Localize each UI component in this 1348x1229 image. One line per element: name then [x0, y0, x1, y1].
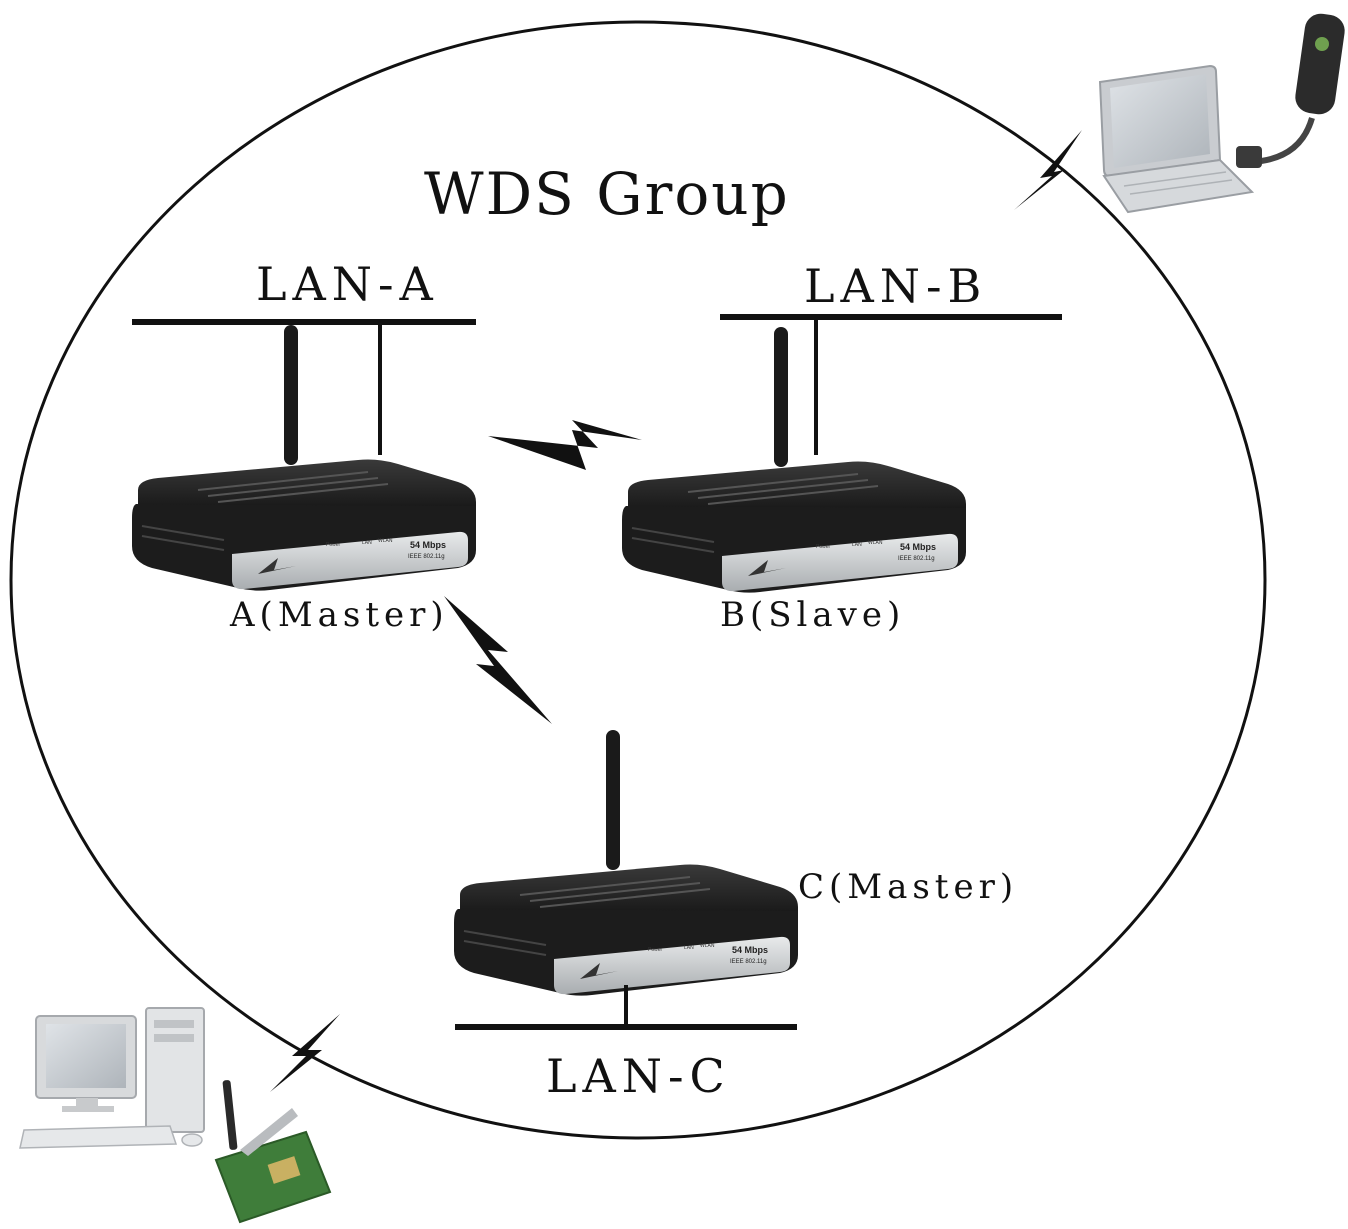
router-c-rate: 54 Mbps — [732, 945, 768, 955]
router-b-power-led-label: Power — [816, 544, 831, 550]
router-c-standard: IEEE 802.11g — [730, 959, 767, 965]
router-a-wlan-led-label: WLAN — [378, 538, 393, 544]
router-a-standard: IEEE 802.11g — [408, 554, 445, 560]
wireless-link-desktop-icon — [270, 1014, 340, 1092]
wireless-link-a-b-icon — [488, 420, 642, 470]
router-b-lan-led-label: LAN — [852, 542, 862, 548]
router-b-standard: IEEE 802.11g — [898, 556, 935, 562]
router-a-icon: 54 Mbps IEEE 802.11g Power LAN WLAN — [131, 324, 477, 592]
router-a-lan-led-label: LAN — [362, 540, 372, 546]
wireless-link-laptop-icon — [1014, 130, 1082, 210]
diagram-title: WDS Group — [424, 160, 790, 228]
wds-group-boundary — [9, 20, 1267, 1140]
router-a-label: A(Master) — [229, 595, 449, 635]
laptop-icon — [1098, 64, 1255, 214]
router-c-lan-led-label: LAN — [684, 945, 694, 951]
router-c-label: C(Master) — [798, 867, 1018, 907]
router-b-label: B(Slave) — [720, 595, 905, 635]
router-c-logo-icon — [580, 963, 618, 979]
router-b-rate: 54 Mbps — [900, 542, 936, 552]
router-c-power-led-label: Power — [648, 947, 663, 953]
lan-a-label: LAN-A — [256, 257, 439, 311]
wireless-link-a-c-icon — [444, 596, 552, 724]
router-c-icon: 54 Mbps IEEE 802.11g Power LAN WLAN — [453, 729, 799, 997]
router-a-rate: 54 Mbps — [410, 540, 446, 550]
router-b-wlan-led-label: WLAN — [868, 540, 883, 546]
router-c-wlan-led-label: WLAN — [700, 943, 715, 949]
lan-b-label: LAN-B — [804, 259, 987, 313]
desktop-computer-icon — [19, 1007, 205, 1149]
lan-c-label: LAN-C — [546, 1049, 731, 1103]
router-a-logo-icon — [258, 558, 296, 574]
router-b-icon: 54 Mbps IEEE 802.11g Power LAN WLAN — [621, 326, 967, 594]
pci-wireless-card-icon — [214, 1080, 332, 1224]
router-a-power-led-label: Power — [326, 542, 341, 548]
router-b-logo-icon — [748, 560, 786, 576]
usb-wireless-adapter-icon — [1236, 13, 1345, 168]
